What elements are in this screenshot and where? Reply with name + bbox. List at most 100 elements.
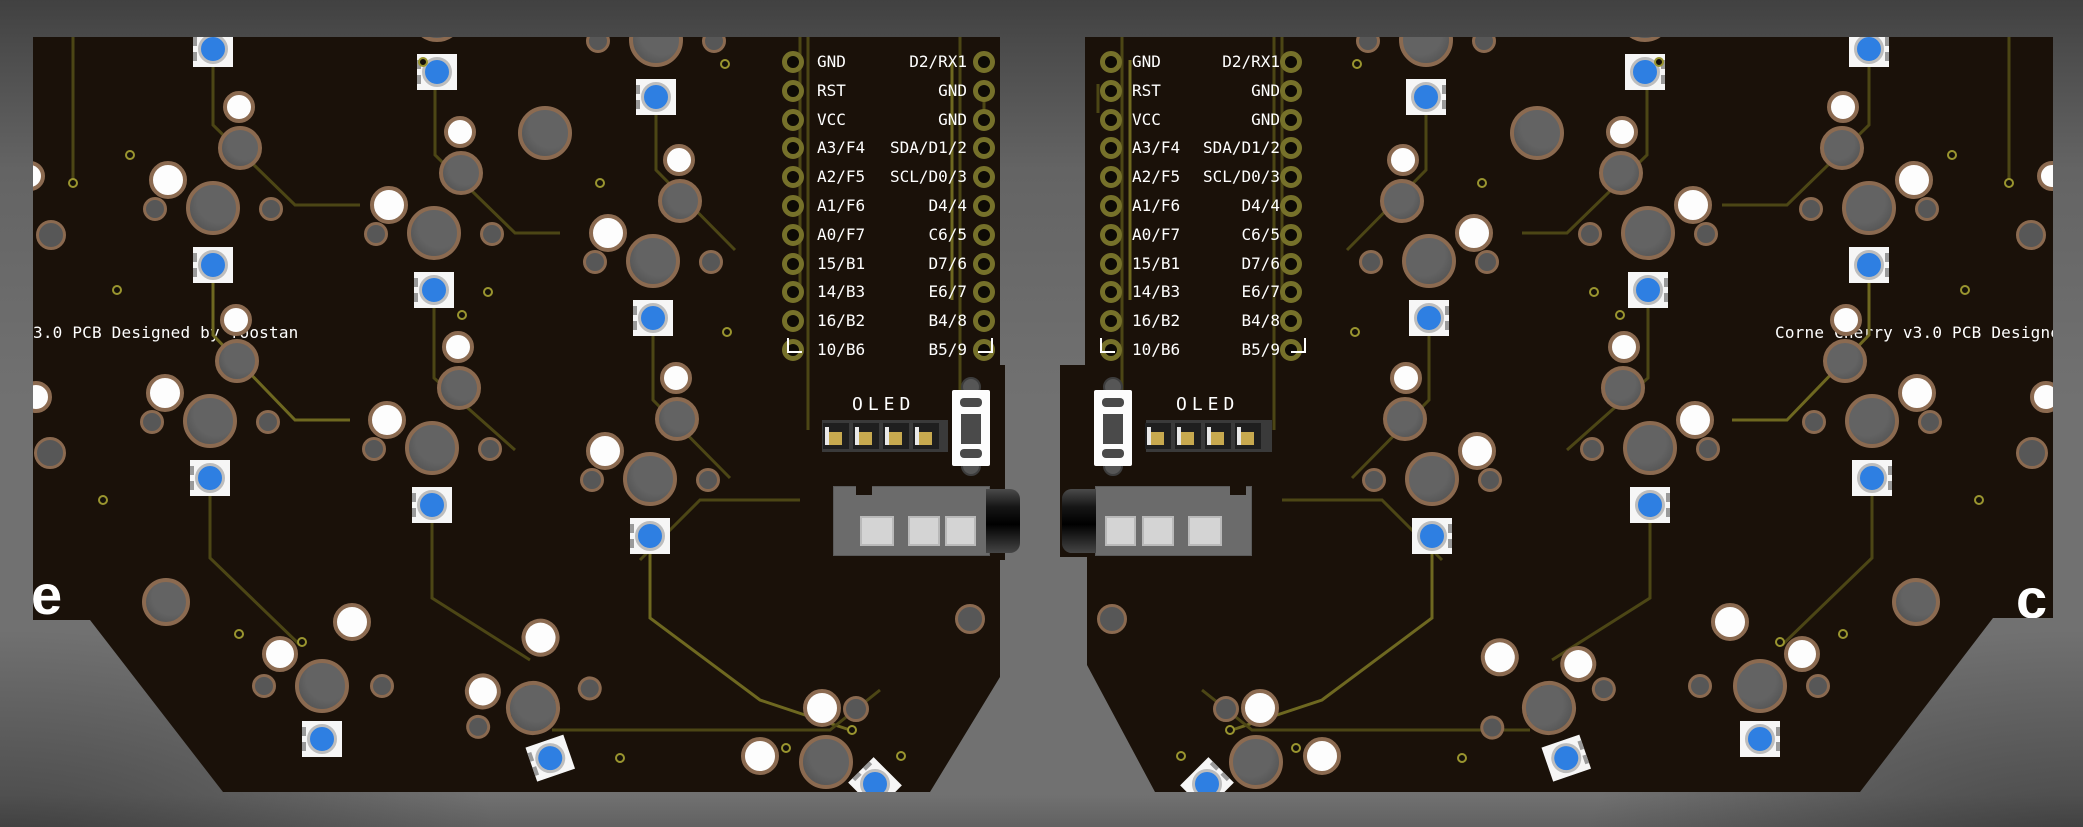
via bbox=[1225, 725, 1235, 735]
mount-hole bbox=[33, 381, 52, 413]
pin-label-right: D7/6 bbox=[1241, 253, 1280, 273]
mount-hole bbox=[1892, 578, 1940, 626]
solder-pin-hole bbox=[1606, 116, 1638, 148]
per-key-led bbox=[1406, 79, 1446, 115]
solder-pin-hole bbox=[1458, 432, 1496, 470]
solder-pin-hole bbox=[589, 214, 627, 252]
reset-switch bbox=[1094, 390, 1132, 466]
controller-pin-hole bbox=[1100, 51, 1122, 73]
switch-side-hole bbox=[1802, 410, 1826, 434]
led-lens bbox=[1547, 739, 1586, 778]
controller-pin-hole bbox=[1100, 223, 1122, 246]
switch-side-hole bbox=[1359, 250, 1383, 274]
switch-center-hole bbox=[629, 37, 683, 67]
led-lens bbox=[853, 762, 897, 792]
reset-switch-bar bbox=[1102, 398, 1124, 407]
pin-label-right: D7/6 bbox=[928, 253, 967, 273]
switch-center-hole bbox=[215, 339, 259, 383]
key-cluster bbox=[1326, 37, 1526, 150]
via bbox=[781, 743, 791, 753]
switch-side-hole bbox=[1478, 468, 1502, 492]
pin-label-left: 15/B1 bbox=[1132, 253, 1181, 273]
pin-label-row: 15/B1 D7/6 bbox=[817, 254, 967, 274]
key-cluster bbox=[1545, 37, 1745, 125]
key-cluster bbox=[726, 652, 926, 792]
solder-pin-hole bbox=[1827, 91, 1859, 123]
trrs-jack-pad bbox=[908, 516, 940, 546]
pin-label-right: D4/4 bbox=[1241, 196, 1280, 215]
key-cluster bbox=[1156, 652, 1356, 792]
key-cluster bbox=[337, 37, 537, 125]
solder-pin-hole bbox=[1455, 214, 1493, 252]
switch-center-hole bbox=[1845, 394, 1899, 448]
key-cluster bbox=[222, 576, 422, 792]
pin-label-left: A2/F5 bbox=[817, 167, 866, 187]
key-cluster bbox=[1769, 37, 1969, 102]
mount-hole bbox=[36, 220, 66, 250]
switch-center-hole bbox=[407, 206, 461, 260]
solder-pin-hole bbox=[262, 636, 298, 672]
controller-pin-hole bbox=[973, 310, 995, 333]
solder-pin-hole bbox=[333, 603, 371, 641]
solder-pin-hole bbox=[1241, 689, 1279, 727]
per-key-led bbox=[193, 247, 233, 283]
controller-pin-hole bbox=[973, 281, 995, 304]
key-cluster bbox=[556, 37, 756, 150]
switch-center-hole bbox=[655, 397, 699, 441]
controller-pin-hole bbox=[782, 195, 804, 217]
key-cluster bbox=[334, 116, 534, 343]
switch-center-hole bbox=[1399, 37, 1453, 67]
led-lens bbox=[1857, 463, 1887, 493]
switch-center-hole bbox=[1229, 735, 1283, 789]
oled-pad bbox=[1235, 423, 1261, 449]
controller-pin-hole bbox=[1100, 137, 1122, 160]
via bbox=[615, 753, 625, 763]
solder-pin-hole bbox=[660, 362, 692, 394]
via bbox=[1615, 310, 1625, 320]
mount-hole bbox=[2016, 437, 2048, 469]
solder-pin-hole bbox=[1608, 331, 1640, 363]
switch-side-hole bbox=[580, 468, 604, 492]
led-lens bbox=[638, 303, 668, 333]
switch-side-hole bbox=[370, 674, 394, 698]
controller-pin-hole bbox=[1280, 310, 1302, 333]
led-lens bbox=[307, 724, 337, 754]
pin-label-right: C6/5 bbox=[1241, 224, 1280, 244]
per-key-led bbox=[1849, 247, 1889, 283]
silkscreen-text: 3.0 PCB Designed by foostan bbox=[33, 323, 299, 342]
pin-label-left: 15/B1 bbox=[817, 253, 866, 273]
pin-label-left: A3/F4 bbox=[817, 138, 866, 158]
pin-label-right: SDA/D1/2 bbox=[1202, 138, 1280, 158]
switch-side-hole bbox=[586, 37, 610, 53]
via bbox=[125, 150, 135, 160]
solder-pin-hole bbox=[741, 737, 779, 775]
switch-side-hole bbox=[696, 468, 720, 492]
switch-side-hole bbox=[1918, 410, 1942, 434]
key-cluster bbox=[113, 37, 313, 102]
mount-hole bbox=[142, 578, 190, 626]
switch-center-hole bbox=[439, 151, 483, 195]
controller-pin-hole bbox=[782, 166, 804, 189]
solder-pin-hole bbox=[1830, 304, 1862, 336]
switch-center-hole bbox=[658, 179, 702, 223]
pin-label-right: SCL/D0/3 bbox=[889, 167, 967, 187]
pin-label-right: B4/8 bbox=[928, 311, 967, 331]
key-cluster bbox=[1329, 144, 1529, 371]
oled-pad bbox=[1175, 423, 1201, 449]
per-key-led bbox=[1740, 721, 1780, 757]
via bbox=[1352, 59, 1362, 69]
per-key-led bbox=[1541, 734, 1592, 782]
per-key-led bbox=[1412, 518, 1452, 554]
switch-side-hole bbox=[1213, 696, 1239, 722]
led-lens bbox=[531, 739, 570, 778]
controller-pin-hole bbox=[1100, 339, 1122, 361]
led-lens bbox=[1635, 490, 1665, 520]
switch-center-hole bbox=[498, 673, 568, 743]
solder-pin-hole bbox=[516, 613, 565, 662]
switch-center-hole bbox=[1402, 234, 1456, 288]
